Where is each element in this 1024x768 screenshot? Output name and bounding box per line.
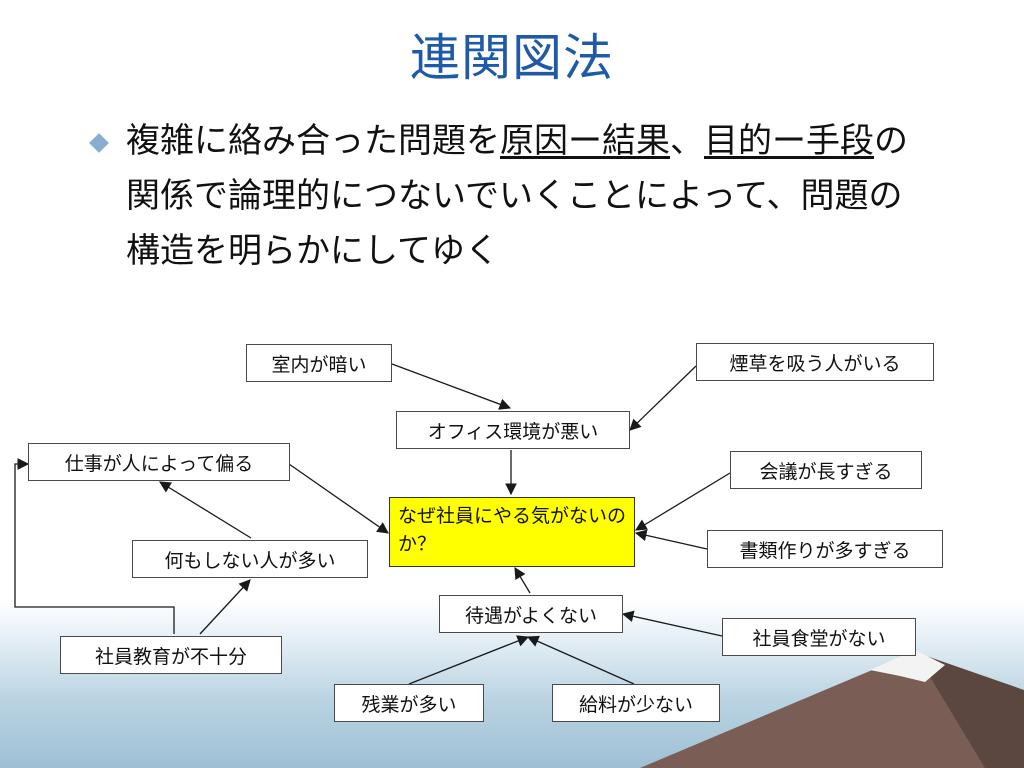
node-overtime: 残業が多い [334, 684, 484, 722]
bullet-text-part-3: の関係で論理的につないでいくことによって、問題の構造を明らかにしてゆく [126, 121, 908, 271]
link-work-bias-to-center [288, 463, 389, 534]
bullet-text-part-2: 、 [670, 121, 704, 161]
link-idle-to-work-bias [159, 481, 252, 539]
link-dark-room-to-office [391, 363, 512, 410]
bullet-text-part-1: 複雑に絡み合った問題を [126, 121, 500, 161]
link-docs-to-center [634, 529, 708, 550]
link-smokers-to-office [629, 365, 697, 431]
node-too-many-documents: 書類作りが多すぎる [707, 530, 943, 568]
node-poor-training: 社員教育が不十分 [60, 636, 282, 674]
cause-effect-term: 原因ー結果 [500, 121, 670, 161]
node-office-environment: オフィス環境が悪い [396, 411, 630, 449]
link-cafeteria-to-treatment [621, 610, 723, 637]
node-dark-room: 室内が暗い [246, 344, 392, 382]
link-treatment-to-center [514, 566, 531, 594]
link-overtime-to-treatment [408, 635, 530, 685]
link-salary-to-treatment [526, 635, 635, 685]
node-poor-treatment: 待遇がよくない [439, 595, 623, 633]
node-idle-people: 何もしない人が多い [132, 540, 368, 578]
node-low-salary: 給料が少ない [552, 684, 720, 722]
link-training-to-idle [199, 579, 251, 635]
node-no-cafeteria: 社員食堂がない [722, 618, 916, 656]
bullet-text: 複雑に絡み合った問題を原因ー結果、目的ー手段の関係で論理的につないでいくことによ… [126, 114, 916, 279]
link-training-to-work-bias [14, 458, 175, 634]
node-smokers: 煙草を吸う人がいる [696, 343, 934, 381]
node-long-meetings: 会議が長すぎる [730, 451, 922, 489]
slide-title: 連関図法 [410, 29, 614, 87]
purpose-means-term: 目的ー手段 [704, 121, 874, 161]
node-central-question: なぜ社員にやる気がないのか？ [389, 497, 635, 567]
node-work-bias: 仕事が人によって偏る [28, 443, 290, 481]
link-meetings-to-center [634, 472, 731, 531]
